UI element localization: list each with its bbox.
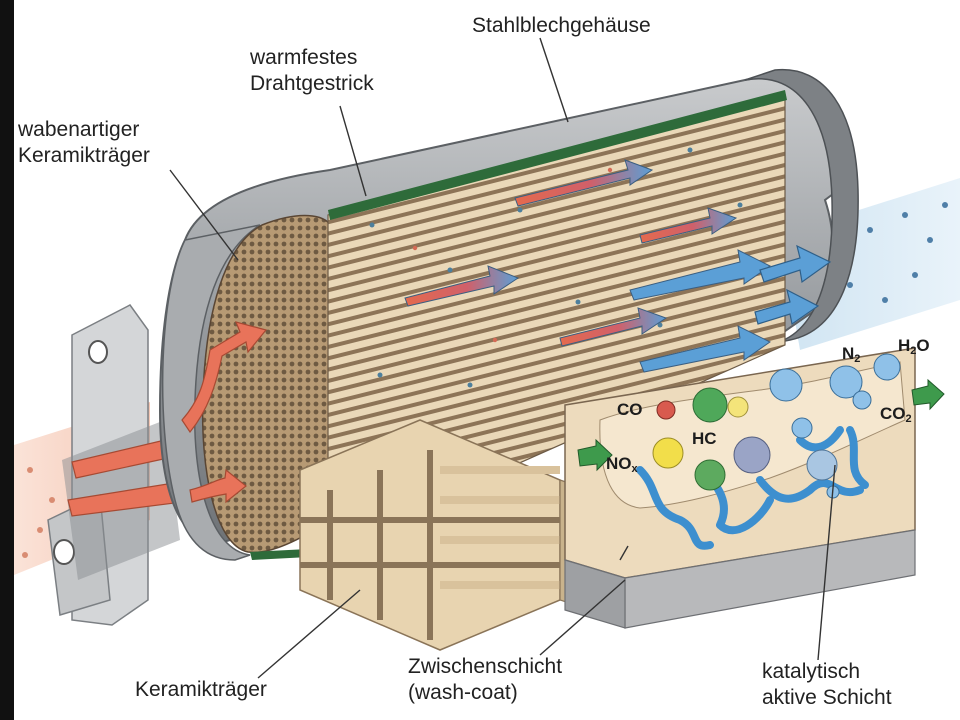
ceramic-carrier-label: Keramikträger [135, 678, 267, 701]
catalytic-label-line2: aktive Schicht [762, 686, 892, 709]
co-label: CO [617, 400, 643, 419]
wire-mesh-label-line2: Drahtgestrick [250, 72, 374, 95]
honeycomb-label-line2: Keramikträger [18, 144, 150, 167]
hc-label: HC [692, 429, 717, 448]
washcoat-label-line2: (wash-coat) [408, 681, 518, 704]
h2o-label: H2O [898, 336, 930, 358]
catalytic-label-line1: katalytisch [762, 660, 861, 683]
channel-flow-arrows [404, 159, 771, 373]
nox-label: NOx [606, 454, 638, 476]
leader-lines [169, 37, 836, 679]
honeycomb-label-line1: wabenartiger [18, 118, 140, 141]
housing-label: Stahlblechgehäuse [472, 14, 651, 37]
n2-label: N2 [842, 344, 861, 366]
inflow-curved-arrow [181, 321, 268, 504]
washcoat-magnified-block [564, 347, 945, 629]
outlet-arrows [754, 244, 832, 326]
wire-mesh-label-line1: warmfestes [250, 46, 358, 69]
washcoat-label-line1: Zwischenschicht [408, 655, 563, 678]
co2-label: CO2 [880, 404, 912, 426]
